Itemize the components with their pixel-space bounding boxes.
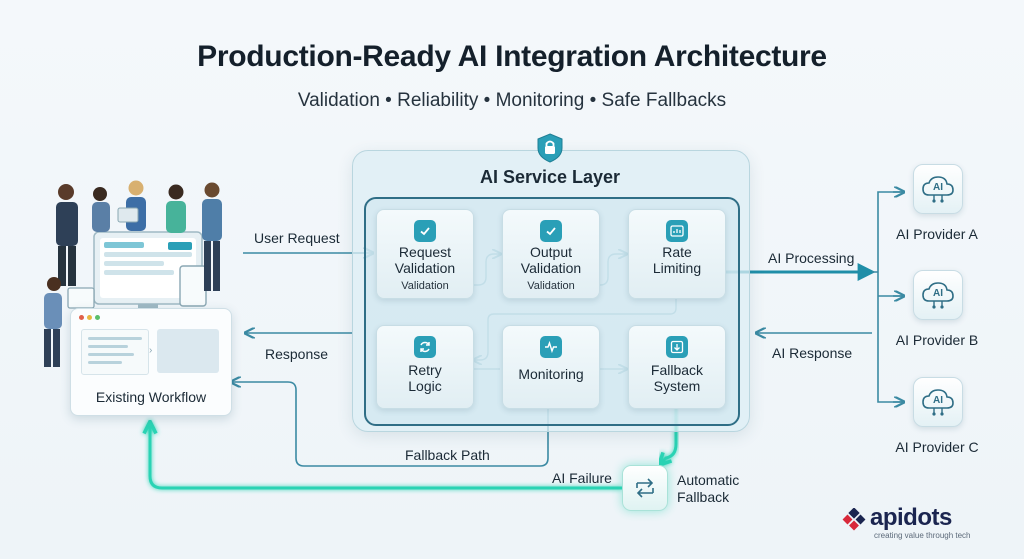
ai-failure-label: AI Failure xyxy=(552,470,612,486)
fallback-system-label-2: System xyxy=(653,378,701,394)
output-validation-label-2: Validation xyxy=(520,260,582,276)
fallback-path-label: Fallback Path xyxy=(405,447,490,463)
provider-a-icon-text: AI xyxy=(933,182,943,193)
request-validation-card: Request Validation Validation xyxy=(376,209,474,299)
window-dots xyxy=(79,315,100,320)
request-validation-label-2: Validation xyxy=(394,260,456,276)
chevron-right-icon: › xyxy=(149,345,153,356)
provider-b-icon-text: AI xyxy=(933,288,943,299)
provider-b: AI AI Provider B xyxy=(882,270,992,348)
page-title: Production-Ready AI Integration Architec… xyxy=(197,40,827,73)
response-label: Response xyxy=(265,346,329,362)
ai-processing-label: AI Processing xyxy=(768,250,855,266)
provider-a: AI AI Provider A xyxy=(882,164,992,242)
provider-c-label: AI Provider C xyxy=(895,439,979,455)
request-validation-sub: Validation xyxy=(401,280,449,292)
fallback-system-label-1: Fallback xyxy=(650,362,704,378)
check-icon xyxy=(540,220,562,242)
rate-limiting-label-2: Limiting xyxy=(652,260,702,276)
automatic-fallback-node xyxy=(622,465,668,511)
fallback-system-card: Fallback System xyxy=(628,325,726,409)
retry-logic-label-1: Retry xyxy=(408,362,442,378)
swap-arrows-icon xyxy=(636,478,654,498)
cloud-ai-icon: AI xyxy=(913,164,963,214)
cloud-ai-icon: AI xyxy=(913,377,963,427)
check-icon xyxy=(414,220,436,242)
apidots-logo: apidots creating value through tech xyxy=(842,504,982,542)
rate-gauge-icon xyxy=(666,220,688,242)
monitoring-card: Monitoring xyxy=(502,325,600,409)
request-validation-label-1: Request xyxy=(398,244,452,260)
provider-b-label: AI Provider B xyxy=(895,332,979,348)
automatic-fallback-label-1: Automatic xyxy=(677,472,740,488)
automatic-fallback-label-2: Fallback xyxy=(677,489,730,505)
logo-mark-icon xyxy=(842,508,866,531)
provider-branch xyxy=(872,191,902,403)
ai-failure-route xyxy=(150,426,622,490)
shield-lock-icon xyxy=(537,133,563,163)
retry-logic-label-2: Logic xyxy=(408,378,442,394)
output-validation-sub: Validation xyxy=(527,280,575,292)
team-illustration xyxy=(44,180,222,367)
existing-workflow-label: Existing Workflow xyxy=(95,389,207,405)
logo-wordmark: apidots xyxy=(870,504,952,531)
logo-tagline: creating value through tech xyxy=(874,531,971,540)
ai-service-layer-title: AI Service Layer xyxy=(479,167,621,187)
monitoring-label: Monitoring xyxy=(518,366,584,382)
retry-logic-card: Retry Logic xyxy=(376,325,474,409)
fallback-box-icon xyxy=(666,336,688,358)
output-validation-card: Output Validation Validation xyxy=(502,209,600,299)
rate-limiting-card: Rate Limiting xyxy=(628,209,726,299)
fallback-path-line xyxy=(232,382,549,467)
refresh-icon xyxy=(414,336,436,358)
pulse-icon xyxy=(540,336,562,358)
workflow-list-panel xyxy=(81,329,149,375)
rate-limiting-label-1: Rate xyxy=(662,244,692,260)
cloud-ai-icon: AI xyxy=(913,270,963,320)
output-validation-label-1: Output xyxy=(529,244,573,260)
provider-a-label: AI Provider A xyxy=(896,226,978,242)
existing-workflow-card: › Existing Workflow xyxy=(70,308,232,416)
provider-c-icon-text: AI xyxy=(933,395,943,406)
automatic-fallback-route xyxy=(662,408,678,462)
ai-response-label: AI Response xyxy=(772,345,853,361)
page-subtitle: Validation • Reliability • Monitoring • … xyxy=(297,90,727,111)
provider-c: AI AI Provider C xyxy=(882,377,992,455)
workflow-preview-panel xyxy=(157,329,219,373)
user-request-label: User Request xyxy=(254,230,340,246)
